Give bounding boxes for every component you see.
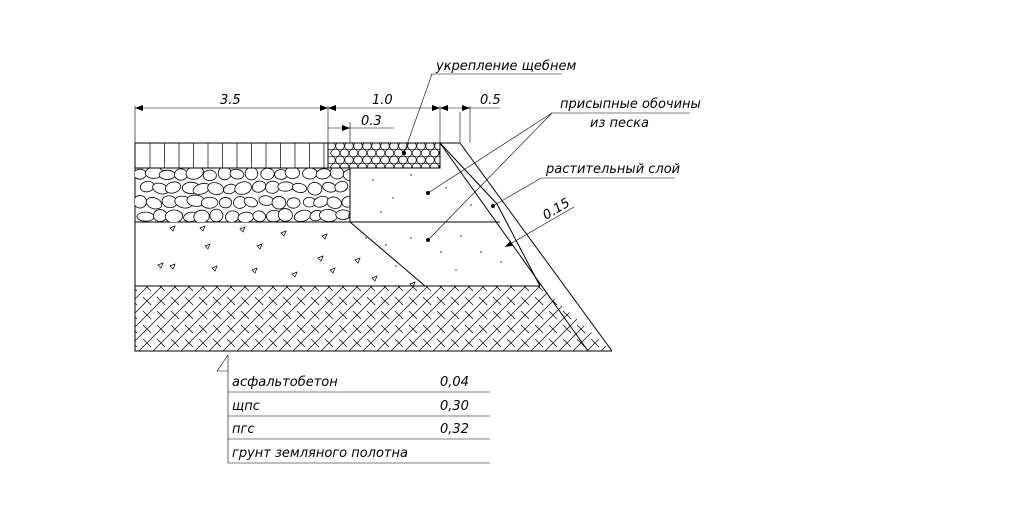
table-row: грунт земляного полотна <box>232 446 408 461</box>
shps-layer <box>134 167 351 223</box>
subgrade-layer <box>134 285 612 352</box>
sand-dots-texture <box>365 174 502 271</box>
callout-sand-label-line1: присыпные обочины <box>560 97 701 112</box>
dim-reinforcement-offset: 0.3 <box>361 114 382 129</box>
sand-shoulder <box>349 142 541 287</box>
asphalt-texture <box>149 143 325 168</box>
gravel-reinforcement-strip <box>327 142 441 169</box>
table-row: щпс 0,30 <box>232 399 469 414</box>
callout-gravel-reinforcement: укрепление щебнем <box>402 59 576 155</box>
layer-name-subgrade: грунт земляного полотна <box>232 446 408 461</box>
callout-sand-label-line2: из песка <box>590 116 649 131</box>
top-dimension-lines <box>134 105 500 143</box>
callout-sand-shoulders: присыпные обочины из песка <box>426 97 701 242</box>
layer-name-shps: щпс <box>232 399 260 414</box>
callout-gravel-label: укрепление щебнем <box>435 59 576 74</box>
pgs-layer <box>134 221 426 288</box>
dim-pavement-width: 3.5 <box>220 93 241 108</box>
table-row: пгс 0,32 <box>232 422 469 437</box>
gravel-hex-texture <box>328 143 440 168</box>
topsoil-slope <box>439 142 613 352</box>
dim-outer-shoulder-width: 0.5 <box>480 93 501 108</box>
crushed-stone-texture <box>135 168 350 222</box>
table-row: асфальтобетон 0,04 <box>232 375 469 390</box>
dim-shoulder-width: 1.0 <box>372 93 393 108</box>
layer-thickness-asphalt: 0,04 <box>440 375 469 390</box>
callout-topsoil: растительный слой <box>491 162 680 208</box>
layer-thickness-pgs: 0,32 <box>440 422 469 437</box>
asphalt-layer <box>134 142 329 169</box>
layer-thickness-shps: 0,30 <box>440 399 469 414</box>
callout-topsoil-label: растительный слой <box>545 162 680 177</box>
dim-topsoil-thickness: 0.15 <box>540 196 573 224</box>
pgs-aggregate-marks <box>157 225 416 288</box>
layer-name-asphalt: асфальтобетон <box>232 375 338 390</box>
layer-name-pgs: пгс <box>232 422 254 437</box>
layers-table: асфальтобетон 0,04 щпс 0,30 пгс 0,32 гру… <box>216 354 490 464</box>
